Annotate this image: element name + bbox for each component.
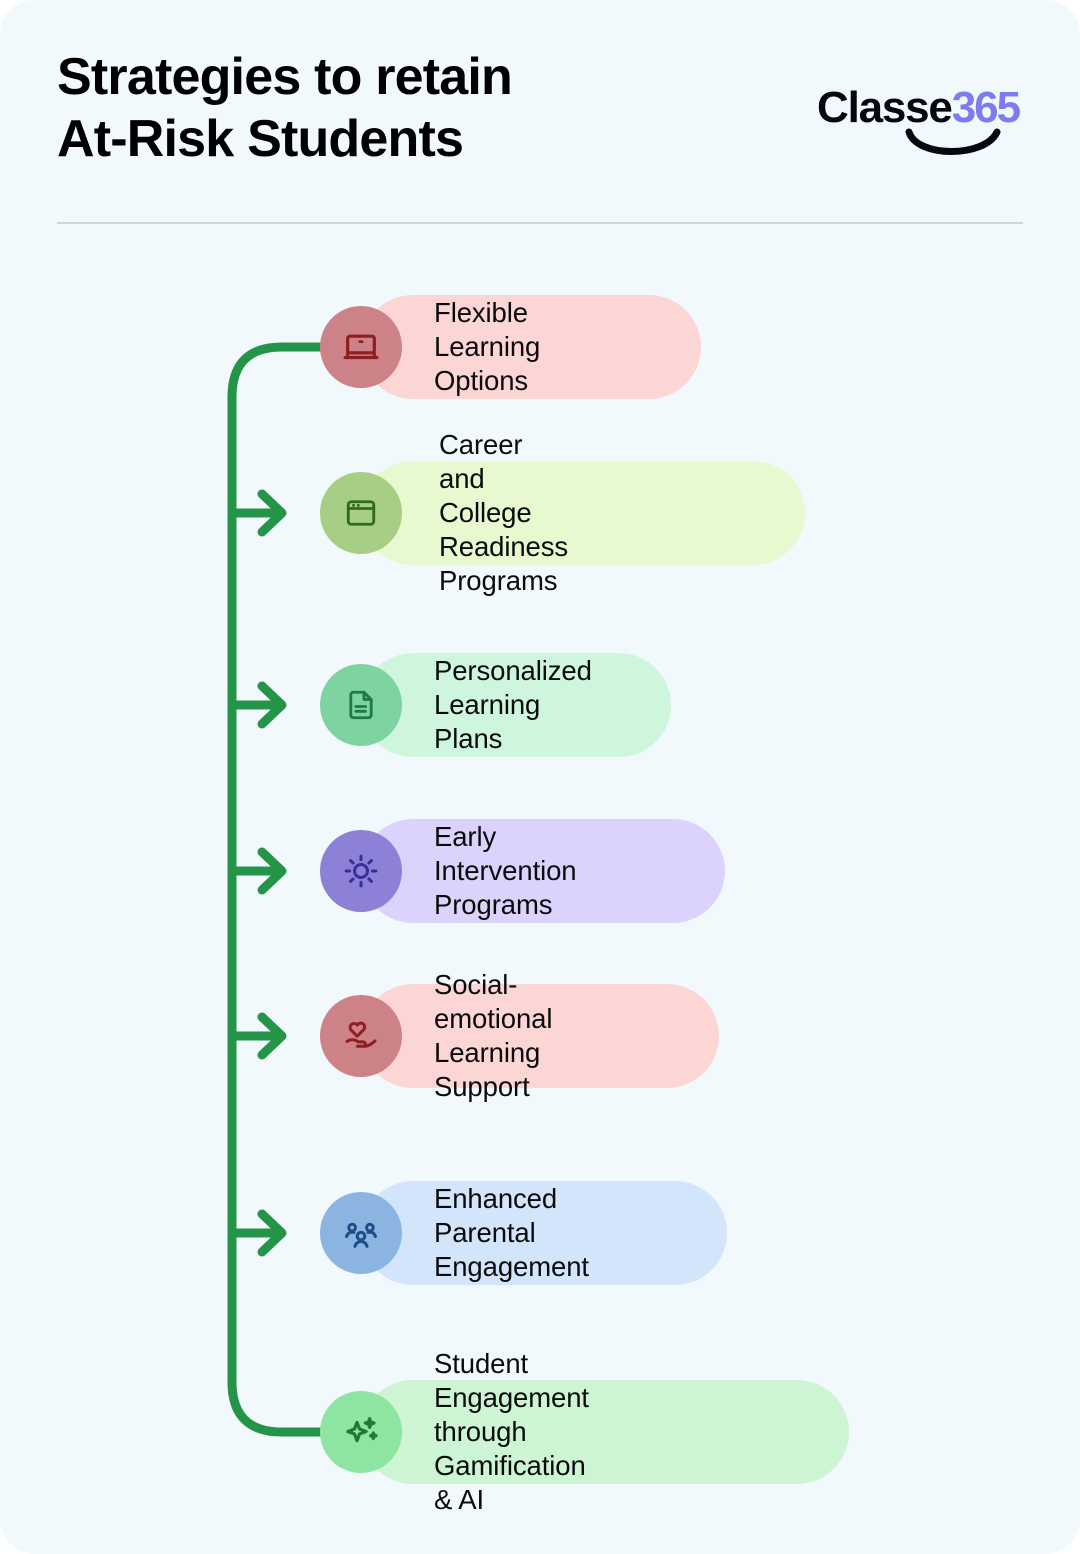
hand-heart-icon xyxy=(320,995,402,1077)
sun-icon xyxy=(320,830,402,912)
item-label: Enhanced Parental Engagement xyxy=(434,1183,589,1282)
smile-curve-icon xyxy=(905,128,1001,155)
logo-text-classe: Classe xyxy=(817,83,953,132)
item-pill xyxy=(361,461,805,565)
logo-text-365: 365 xyxy=(951,83,1021,132)
item-label: Flexible Learning Options xyxy=(434,297,541,396)
spine-path xyxy=(227,342,325,1437)
header-divider xyxy=(57,222,1023,224)
laptop-icon xyxy=(320,306,402,388)
people-group-icon xyxy=(320,1192,402,1274)
arrow-right-icon xyxy=(227,1012,287,1060)
item-pill xyxy=(361,819,725,923)
page-title: Strategies to retain At-Risk Students xyxy=(57,48,513,168)
browser-window-icon xyxy=(320,472,402,554)
header: Strategies to retain At-Risk Students Cl… xyxy=(57,46,1023,196)
item-label: Early Intervention Programs xyxy=(434,821,577,920)
item-pill xyxy=(361,653,671,757)
item-pill xyxy=(361,295,701,399)
classe365-logo[interactable]: Classe365 xyxy=(817,84,1023,170)
document-icon xyxy=(320,664,402,746)
item-label: Personalized Learning Plans xyxy=(434,655,592,754)
item-label: Career and College Readiness Programs xyxy=(439,429,569,596)
arrow-right-icon xyxy=(227,847,287,895)
item-pill xyxy=(361,984,719,1088)
item-label: Student Engagement through Gamification … xyxy=(434,1348,589,1515)
arrow-right-icon xyxy=(227,489,287,537)
item-pill xyxy=(361,1380,849,1484)
sparkles-icon xyxy=(320,1391,402,1473)
arrow-right-icon xyxy=(227,681,287,729)
item-pill xyxy=(361,1181,727,1285)
logo-wordmark: Classe365 xyxy=(817,83,1021,132)
item-label: Social-emotional Learning Support xyxy=(434,969,553,1102)
arrow-right-icon xyxy=(227,1209,287,1257)
